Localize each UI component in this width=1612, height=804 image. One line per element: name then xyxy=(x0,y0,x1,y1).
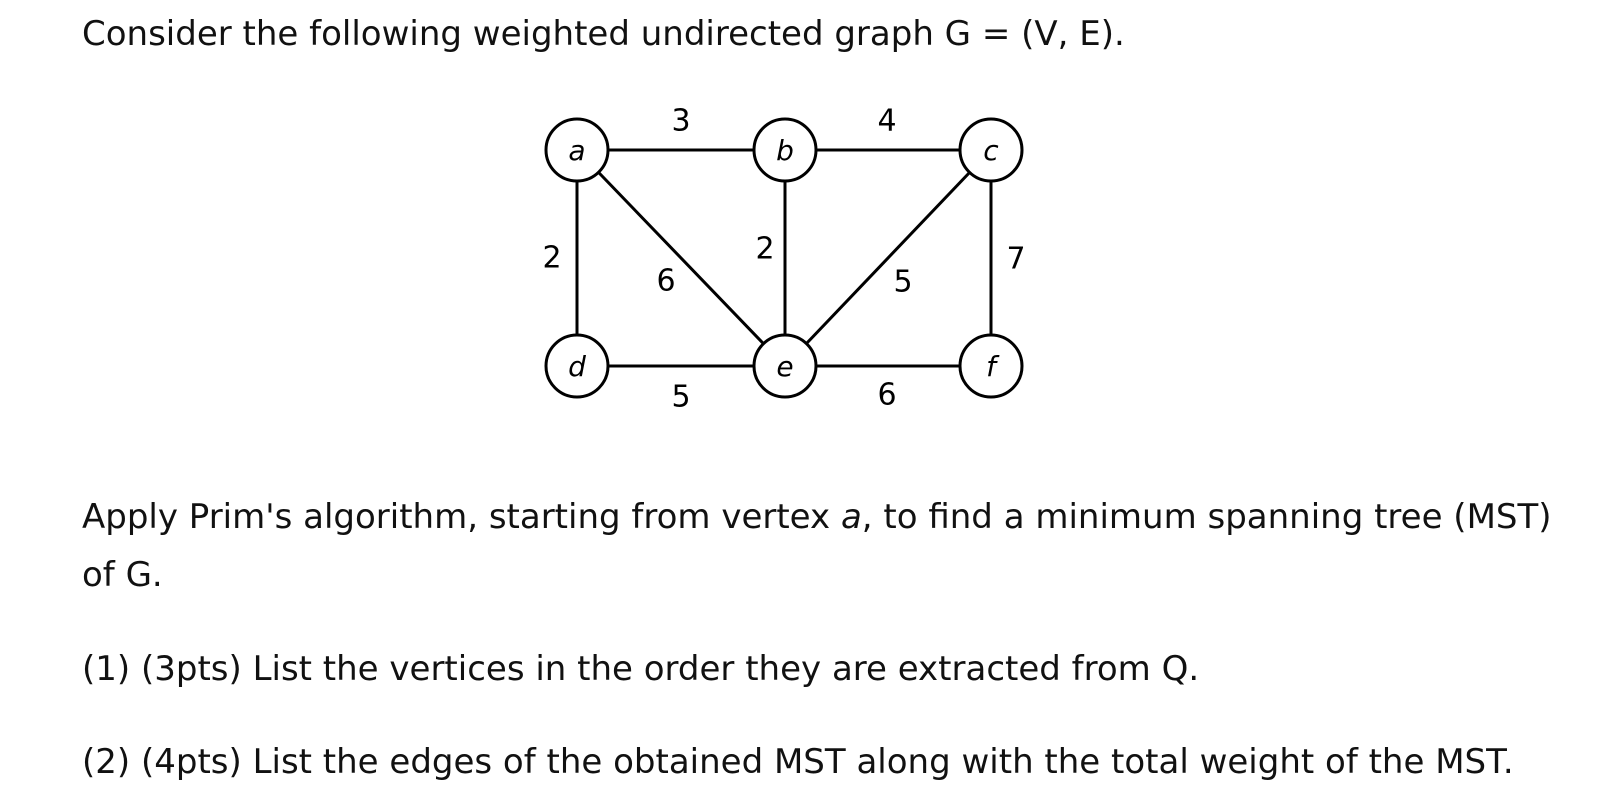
weight-label-c-f: 7 xyxy=(1006,242,1025,277)
weight-label-a-b: 3 xyxy=(671,104,690,139)
weight-label-c-e: 5 xyxy=(893,265,912,300)
edges-layer xyxy=(575,148,993,368)
vertex-circle-d xyxy=(544,333,610,399)
vertex-label-e: e xyxy=(776,350,793,383)
vertex-circle-f xyxy=(958,333,1024,399)
vertex-label-c: c xyxy=(983,134,999,167)
start-vertex: a xyxy=(840,497,862,537)
weight-label-a-e: 6 xyxy=(656,264,675,299)
vertex-label-b: b xyxy=(776,134,794,167)
weight-label-d-e: 5 xyxy=(671,380,690,415)
vertex-circle-c xyxy=(958,117,1024,183)
task-text-after: , to find a minimum spanning tree (MST) … xyxy=(82,497,1552,595)
vertex-circle-b xyxy=(752,117,818,183)
question-2: (2) (4pts) List the edges of the obtaine… xyxy=(82,742,1514,782)
weights-layer: 3 4 2 6 2 5 7 5 6 xyxy=(542,104,1025,415)
task-statement: Apply Prim's algorithm, starting from ve… xyxy=(82,488,1562,604)
vertex-c: c xyxy=(958,117,1024,183)
weighted-graph-diagram: 3 4 2 6 2 5 7 5 6 a b c d e f xyxy=(542,104,1025,415)
nodes-layer: a b c d e f xyxy=(544,117,1024,399)
weight-label-e-f: 6 xyxy=(877,378,896,413)
weight-label-a-d: 2 xyxy=(542,241,561,276)
vertex-circle-a xyxy=(544,117,610,183)
weight-label-b-e: 2 xyxy=(755,232,774,267)
edge-c-e xyxy=(783,148,993,368)
edge-line-c-e xyxy=(783,148,993,368)
task-text-before: Apply Prim's algorithm, starting from ve… xyxy=(82,497,841,537)
edge-a-e xyxy=(575,148,787,368)
vertex-circle-e xyxy=(752,333,818,399)
edge-line-a-e xyxy=(575,148,787,368)
vertex-d: d xyxy=(544,333,610,399)
problem-intro: Consider the following weighted undirect… xyxy=(82,14,1125,54)
vertex-a: a xyxy=(544,117,610,183)
question-1: (1) (3pts) List the vertices in the orde… xyxy=(82,649,1200,689)
vertex-label-d: d xyxy=(568,350,586,383)
vertex-f: f xyxy=(958,333,1024,399)
vertex-e: e xyxy=(752,333,818,399)
vertex-b: b xyxy=(752,117,818,183)
weight-label-b-c: 4 xyxy=(877,104,896,139)
vertex-label-a: a xyxy=(568,134,585,167)
